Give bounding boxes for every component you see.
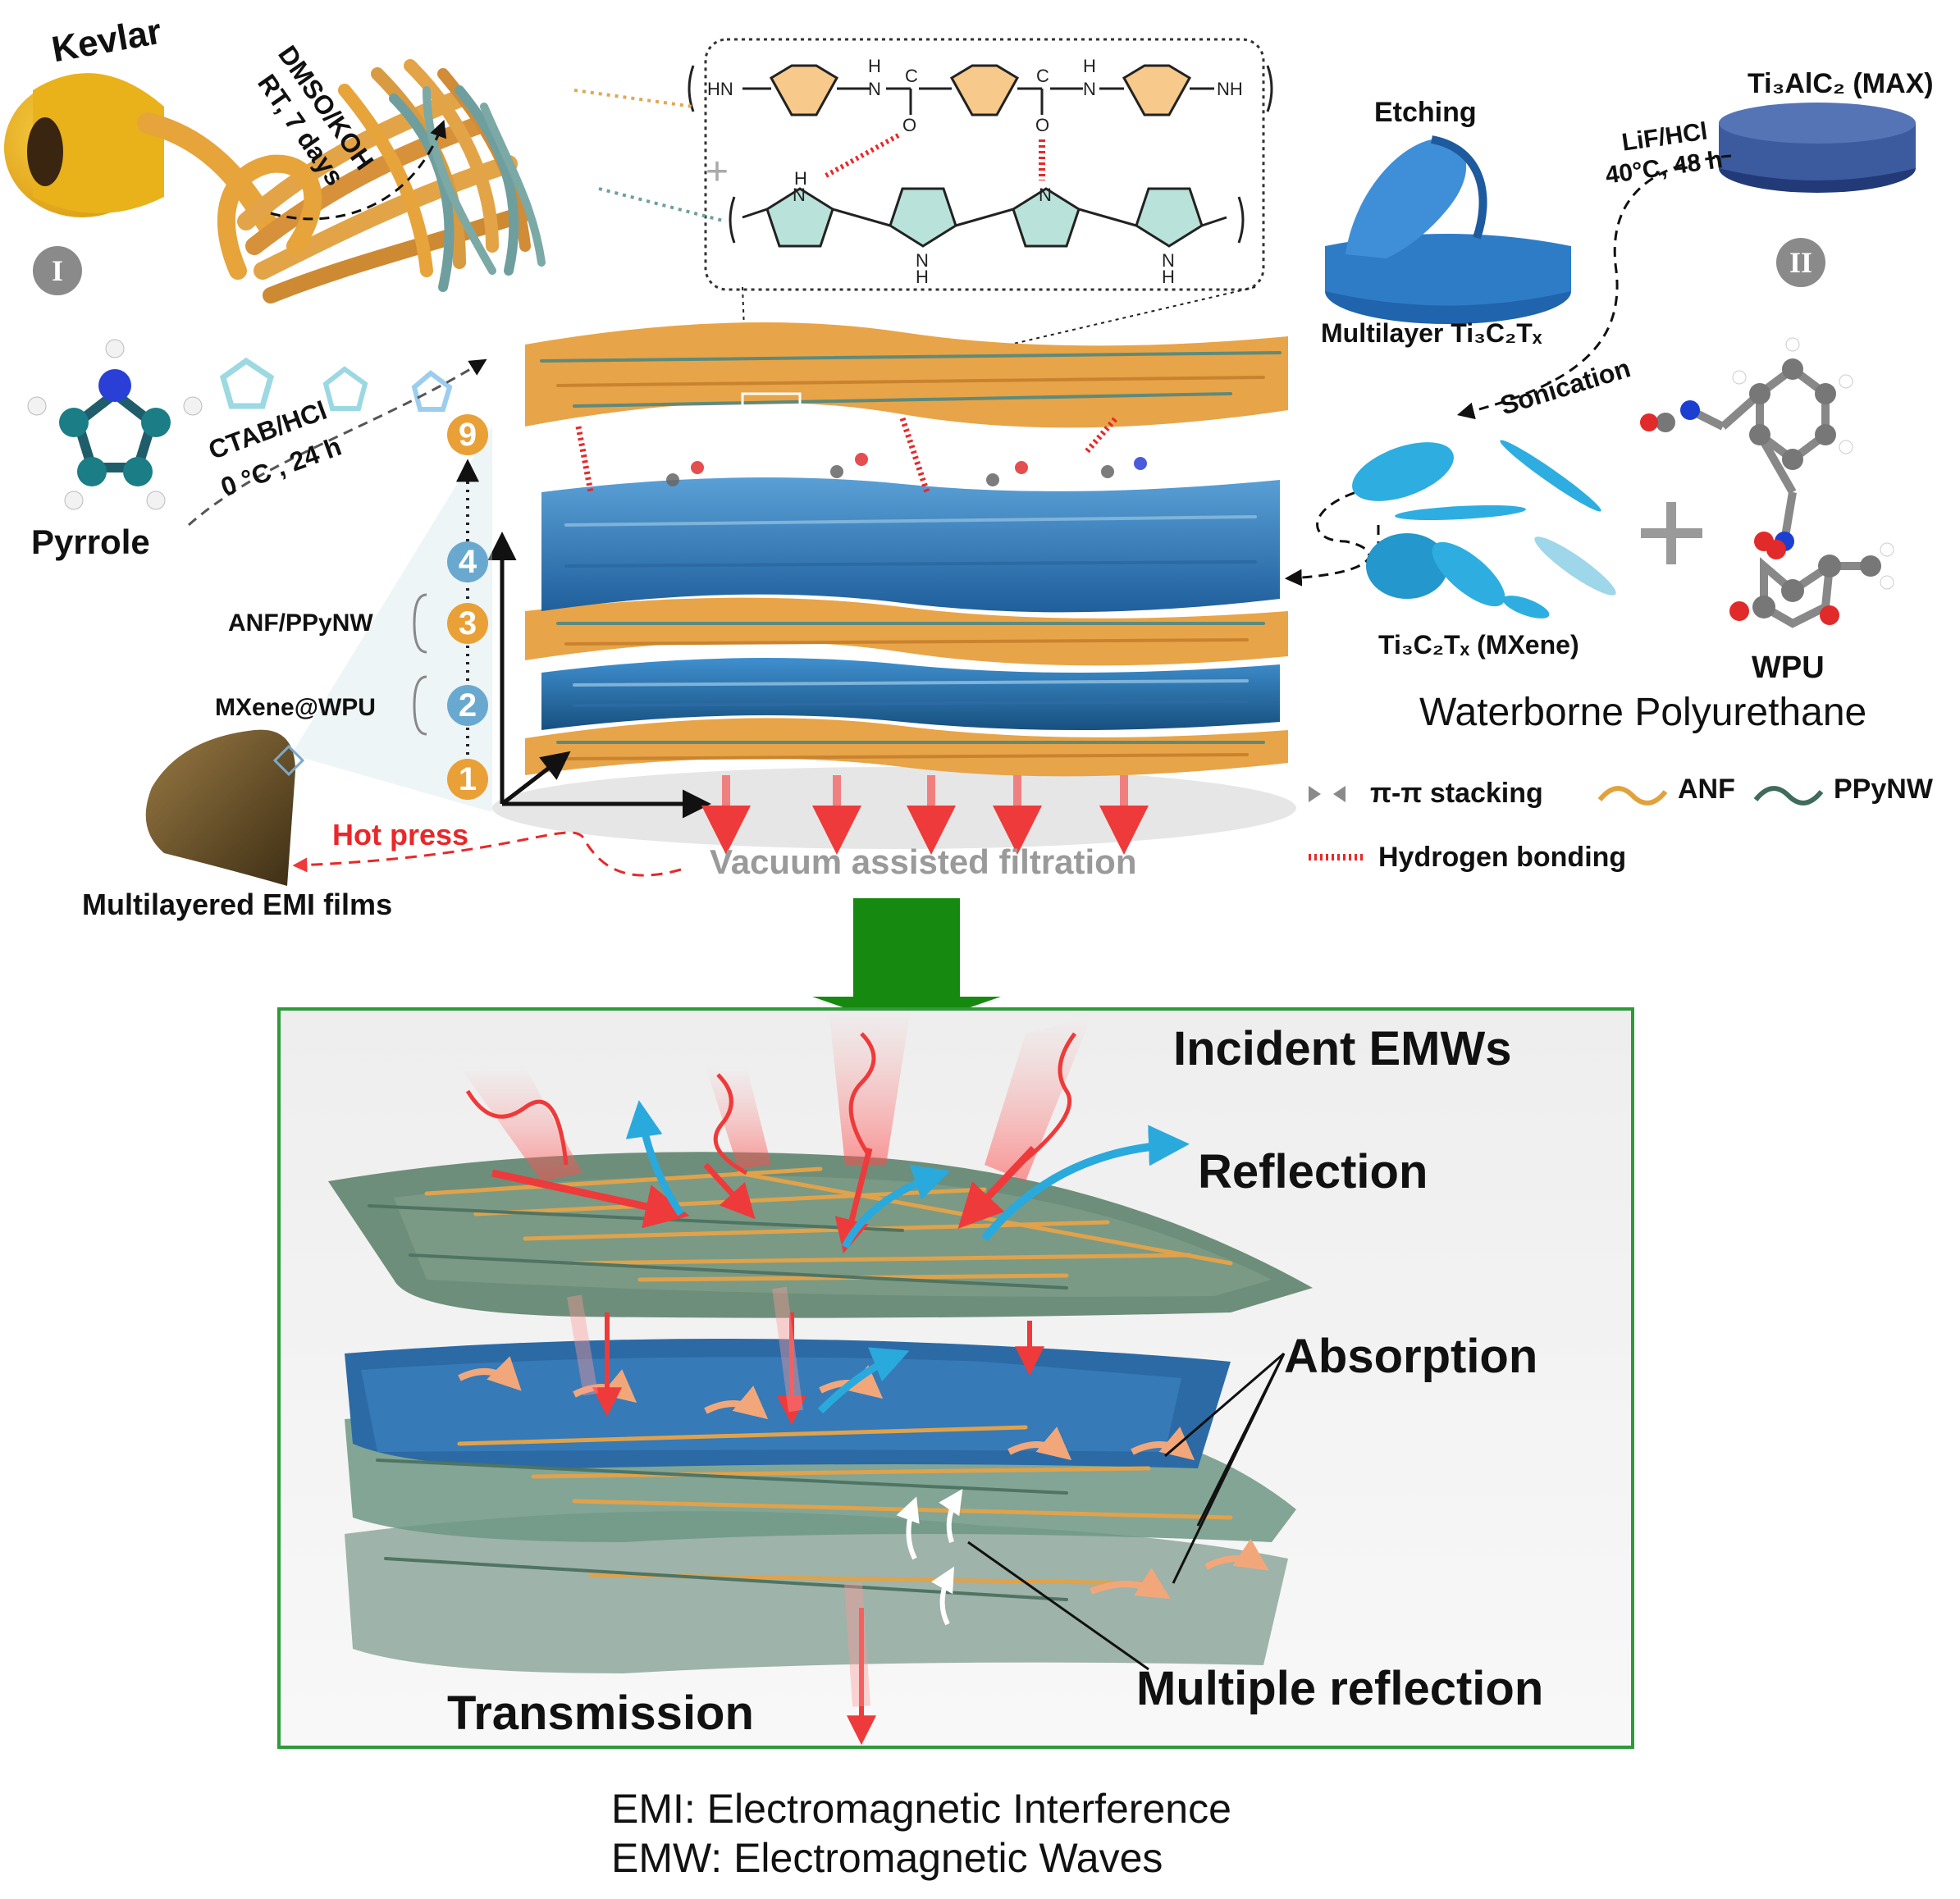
etching-label: Etching [1374,97,1477,128]
layered-stack [487,322,1296,849]
step-2: 2 [447,685,488,726]
step-4: 4 [447,541,488,582]
incident-emws-label: Incident EMWs [1173,1022,1512,1075]
chemical-structure-box: HN N H O N H O NH C C H + [688,38,1273,291]
pyrrole-label: Pyrrole [31,523,150,561]
max-formula-label: Ti₃AlC₂ (MAX) [1748,68,1934,99]
multilayered-film [145,729,305,886]
svg-text:C: C [1036,66,1049,86]
absorption-label: Absorption [1284,1330,1538,1383]
roman-numeral-1: I [33,246,82,295]
kevlar-spool [4,73,281,240]
transmitted-arrows [592,1312,1044,1746]
multiple-reflection-arrows [896,1489,963,1626]
svg-text:N: N [793,185,806,205]
wpu-molecule [1640,337,1894,628]
dashed-arrow-pyrrole [188,358,487,527]
svg-text:N: N [868,79,881,99]
vacuum-filtration-label: Vacuum assisted filtration [710,842,1137,881]
legend-ppynw: PPyNW [1834,774,1933,805]
pyrrole-molecule [27,339,453,510]
svg-text:N: N [1162,250,1175,271]
footer-emw-definition: EMW: Electromagnetic Waves [611,1835,1163,1881]
legend-symbols [1309,786,1824,860]
mxene-label: Ti₃C₂Tₓ (MXene) [1378,630,1579,660]
svg-text:N: N [1083,79,1096,99]
svg-text:N: N [1039,185,1052,205]
multilayer-mxene-block [1325,135,1571,324]
incident-waves [459,1009,1091,1254]
svg-text:H: H [916,267,929,287]
legend-pi-stacking: π-π stacking [1370,778,1543,809]
svg-text:H: H [1162,267,1175,287]
svg-text:H: H [868,56,881,76]
max-phase-block [1719,103,1916,193]
legend-anf: ANF [1678,774,1735,805]
wpu-label: WPU [1752,650,1825,685]
emi-layers [328,1152,1313,1673]
roman-numeral-2: II [1776,238,1825,287]
mxene-flakes [1352,440,1616,619]
big-down-arrow [812,898,1001,1029]
svg-text:H: H [1083,56,1096,76]
svg-text:H: H [794,168,807,189]
svg-text:C: C [905,66,918,86]
fiber-bundle [217,59,546,304]
svg-text:HN: HN [707,79,733,99]
waterborne-label: Waterborne Polyurethane [1419,691,1867,734]
vacuum-arrows [701,775,1149,855]
dashed-arrow-kevlar [270,120,447,221]
step-3: 3 [447,603,488,644]
reflection-label: Reflection [1198,1145,1428,1198]
footer-emi-definition: EMI: Electromagnetic Interference [611,1786,1231,1832]
reflection-arrows [625,1100,1190,1414]
step-1: 1 [447,759,488,800]
step-9: 9 [447,414,488,455]
svg-text:+: + [706,150,729,194]
hot-press-label: Hot press [332,818,469,851]
legend-hydrogen-bonding: Hydrogen bonding [1378,842,1627,873]
transmission-label: Transmission [447,1687,754,1740]
svg-text:NH: NH [1217,79,1243,99]
multilayered-films-label: Multilayered EMI films [82,888,393,921]
svg-text:O: O [1035,115,1049,135]
multilayer-label: Multilayer Ti₃C₂Tₓ [1321,318,1542,348]
svg-text:N: N [916,250,929,271]
multiple-reflection-label: Multiple reflection [1136,1662,1544,1715]
mxene-wpu-label: MXene@WPU [215,694,376,721]
anf-ppynw-label: ANF/PPyNW [228,609,373,637]
svg-text:O: O [902,115,916,135]
